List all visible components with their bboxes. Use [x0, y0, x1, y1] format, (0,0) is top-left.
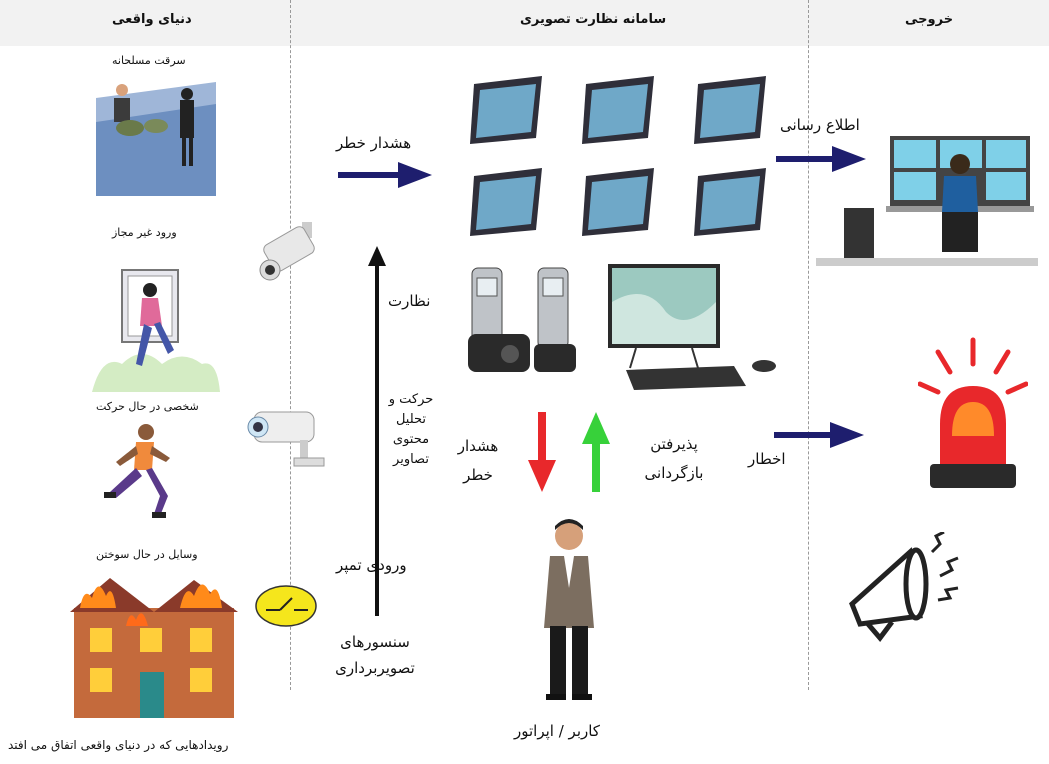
- event-label-fire: وسایل در حال سوختن: [96, 548, 198, 561]
- arrow-alarm-to-operator: [528, 412, 556, 492]
- tamper-switch-icon: [254, 584, 318, 628]
- event-label-moving-person: شخصی در حال حرکت: [96, 400, 199, 413]
- label-feedback: پذیرفتن بازگردانی: [644, 435, 704, 482]
- label-notify: اطلاع رسانی: [780, 116, 860, 134]
- bullet-camera-icon: [246, 402, 330, 470]
- monitor-grid: [468, 76, 778, 246]
- column-title-output: خروجی: [905, 12, 954, 27]
- divider-right: [808, 0, 809, 690]
- burning-building-illustration: [70, 568, 238, 718]
- label-warning: اخطار: [748, 450, 786, 468]
- events-caption: رویدادهایی که در دنیای واقعی اتفاق می اف…: [8, 738, 229, 752]
- arrow-feedback-up: [582, 412, 610, 492]
- intrusion-illustration: [92, 264, 220, 392]
- camera-icon: [256, 222, 318, 286]
- label-alarm-top: هشدار خطر: [336, 134, 412, 152]
- label-alarm-down: هشدار خطر: [457, 437, 499, 484]
- control-room-illustration: [816, 136, 1038, 266]
- operator-figure: [536, 518, 602, 702]
- robbery-illustration: [96, 78, 216, 196]
- computer-icon: [606, 262, 784, 392]
- label-tamper: ورودی تمپر: [336, 556, 407, 574]
- megaphone-icon: [840, 532, 964, 642]
- label-sensors: سنسورهای تصویربرداری: [335, 633, 415, 677]
- column-title-surveillance: سامانه نظارت تصویری: [520, 12, 667, 27]
- label-monitoring: نظارت: [388, 292, 431, 310]
- event-label-robbery: سرقت مسلحانه: [112, 54, 186, 67]
- siren-icon: [918, 336, 1028, 492]
- label-analysis: حرکت و تحلیل محتوی تصاویر: [388, 392, 434, 468]
- running-person-illustration: [90, 418, 190, 520]
- header-bar: [0, 0, 1049, 46]
- label-operator: کاربر / اپراتور: [514, 722, 600, 740]
- arrow-alarm-to-monitors: [338, 162, 434, 188]
- arrow-notify: [776, 146, 868, 172]
- divider-left: [290, 0, 291, 690]
- column-title-real-world: دنیای واقعی: [112, 12, 192, 27]
- arrow-sensors-up: [368, 246, 386, 616]
- arrow-warning: [774, 422, 866, 448]
- event-label-intrusion: ورود غیر مجاز: [112, 226, 177, 239]
- phone-icon: [466, 264, 582, 374]
